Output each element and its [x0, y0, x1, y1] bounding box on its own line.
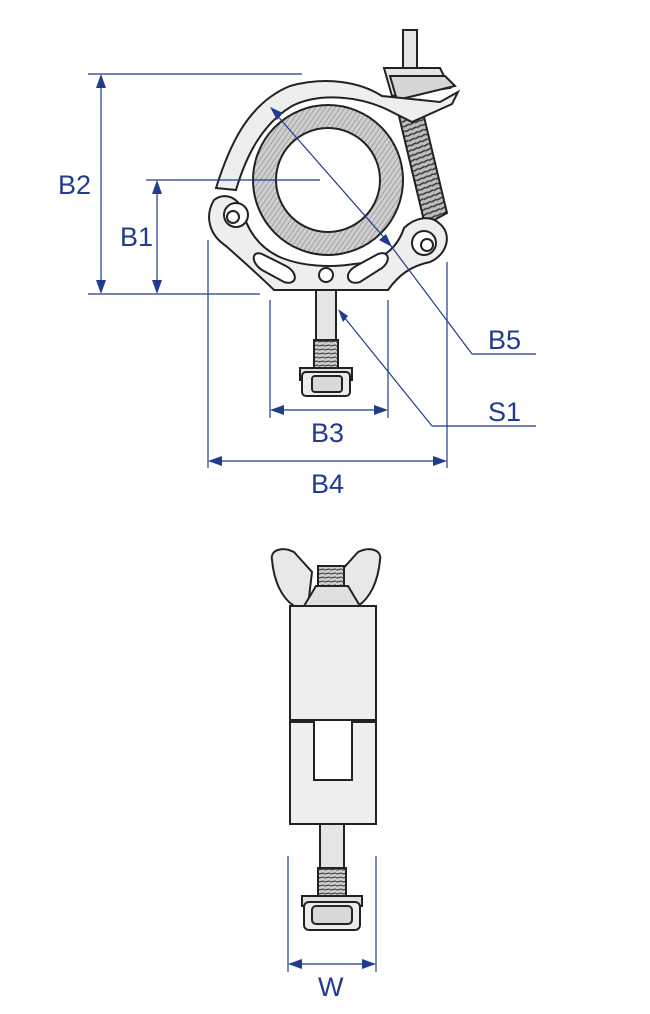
lower-block — [289, 721, 377, 825]
label-b4: B4 — [311, 469, 344, 499]
side-bottom-bolt — [301, 823, 363, 931]
top-wing-bolt — [382, 29, 457, 102]
upper-block — [289, 605, 377, 721]
dimension-b5: B5 — [270, 107, 536, 355]
wing-nut — [270, 548, 382, 607]
dimension-b1: B1 — [120, 179, 320, 294]
dimension-s1: S1 — [338, 309, 536, 427]
front-view — [208, 29, 461, 397]
bottom-bolt — [299, 289, 353, 397]
left-hinge-pin — [223, 202, 249, 228]
dimension-b3: B3 — [269, 300, 389, 448]
center-hole — [318, 267, 334, 283]
right-slot — [346, 252, 389, 284]
right-hinge-pin — [411, 230, 437, 256]
dimension-b4: B4 — [207, 240, 448, 499]
label-w: W — [318, 972, 344, 1002]
upper-clamp-arm — [214, 80, 461, 192]
left-slot — [252, 252, 296, 284]
label-b1: B1 — [120, 222, 153, 252]
dimension-b2: B2 — [58, 73, 302, 295]
label-s1: S1 — [488, 397, 521, 427]
label-b2: B2 — [58, 170, 91, 200]
label-b5: B5 — [488, 325, 521, 355]
label-b3: B3 — [311, 418, 344, 448]
side-view — [270, 548, 382, 931]
dimension-w: W — [287, 856, 377, 1002]
